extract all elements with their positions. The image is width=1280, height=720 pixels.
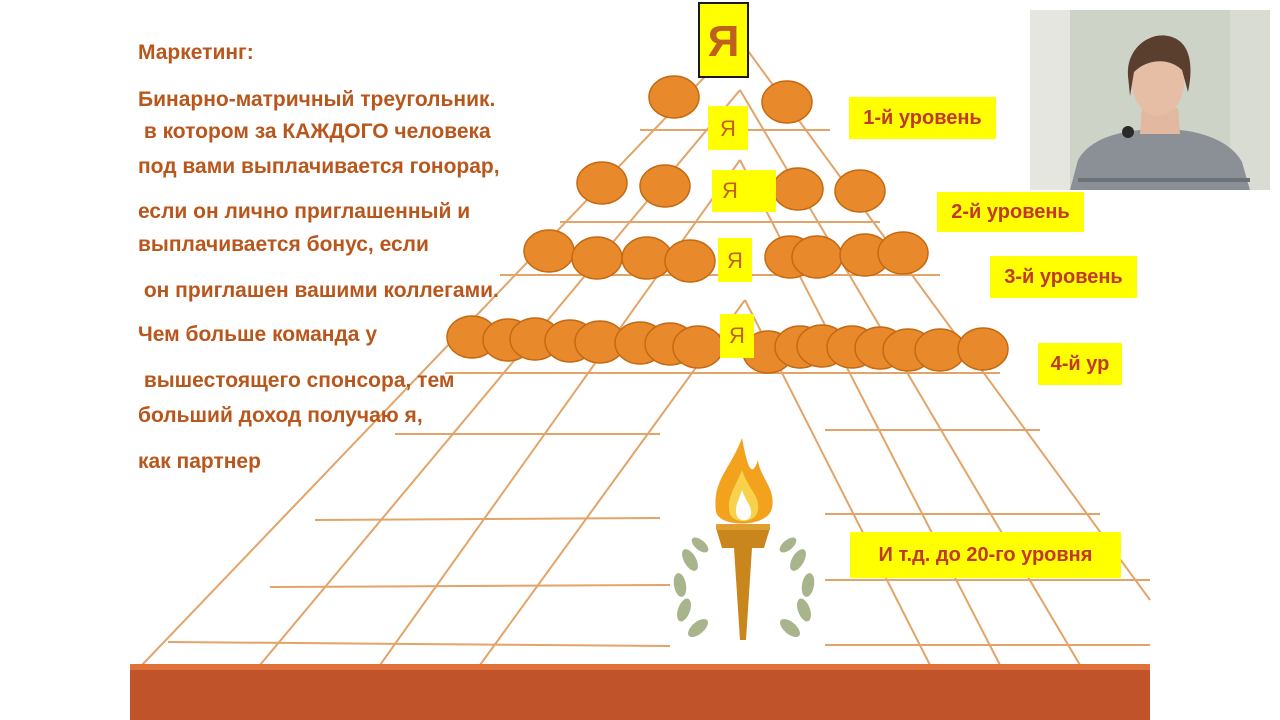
body-text-line: в котором за КАЖДОГО человека xyxy=(138,120,491,143)
bottom-bar xyxy=(130,664,1150,720)
participant-circle xyxy=(648,75,700,119)
torch-icon xyxy=(673,438,815,640)
level-1-label: 1-й уровень xyxy=(849,97,996,139)
level-3-label: 3-й уровень xyxy=(990,256,1137,298)
participant-circle xyxy=(791,235,843,279)
participant-circle xyxy=(576,161,628,205)
body-text-line: выплачивается бонус, если xyxy=(138,233,429,256)
webcam-icon xyxy=(1030,10,1270,190)
body-text-line: под вами выплачивается гонорар, xyxy=(138,155,500,178)
participant-circle xyxy=(672,325,724,369)
top-ya-box: Я xyxy=(698,2,749,78)
participant-circle xyxy=(957,327,1009,371)
body-text-line: если он лично приглашенный и xyxy=(138,200,471,223)
body-text-line: Бинарно-матричный треугольник. xyxy=(138,88,496,111)
body-text-line: больший доход получаю я, xyxy=(138,404,423,427)
body-text-line: как партнер xyxy=(138,450,261,473)
ya-label: Я xyxy=(708,106,748,150)
marketing-heading: Маркетинг: xyxy=(138,41,254,64)
participant-circles xyxy=(446,75,1009,374)
participant-circle xyxy=(761,80,813,124)
ya-label: Я xyxy=(718,238,752,282)
participant-circle xyxy=(772,167,824,211)
level-2-label: 2-й уровень xyxy=(937,192,1084,232)
participant-circle xyxy=(877,231,929,275)
body-text-line: вышестоящего спонсора, тем xyxy=(138,369,455,392)
body-text-line: он приглашен вашими коллегами. xyxy=(138,279,499,302)
body-text-line: Чем больше команда у xyxy=(138,323,377,346)
participant-circle xyxy=(664,239,716,283)
presenter-webcam xyxy=(1030,10,1270,190)
ya-label: Я xyxy=(720,314,754,358)
levels-note: И т.д. до 20-го уровня xyxy=(850,532,1121,578)
participant-circle xyxy=(639,164,691,208)
participant-circle xyxy=(523,229,575,273)
participant-circle xyxy=(834,169,886,213)
participant-circle xyxy=(571,236,623,280)
level-4-label: 4-й ур xyxy=(1038,343,1122,385)
ya-label: Я xyxy=(712,170,776,212)
